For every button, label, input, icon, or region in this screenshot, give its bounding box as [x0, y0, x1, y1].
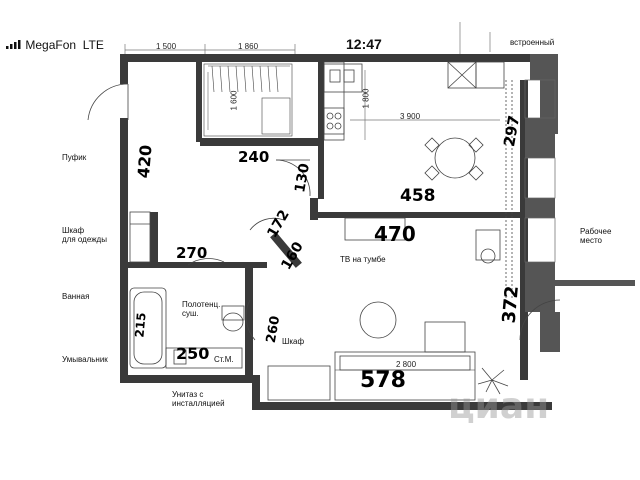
label-washer: Ст.М.: [214, 355, 234, 364]
carrier-name: MegaFon: [25, 38, 77, 52]
label-closet: Шкаф: [282, 337, 305, 346]
hand-215: 215: [132, 311, 149, 339]
hand-420: 420: [133, 144, 156, 179]
builtin-closet: [203, 63, 293, 137]
label-bath: Ванная: [62, 292, 90, 301]
dim-2800: 2 800: [396, 360, 417, 369]
label-toilet-2: инсталляцией: [172, 399, 225, 408]
hand-458: 458: [400, 186, 436, 206]
label-workplace-2: место: [580, 236, 602, 245]
walls: [120, 54, 635, 410]
label-builtin: встроенный: [510, 38, 555, 47]
clock: 12:47: [346, 36, 382, 52]
dim-1800: 1 800: [361, 88, 371, 109]
label-towel-2: суш.: [182, 309, 199, 318]
label-tv: ТВ на тумбе: [340, 255, 386, 264]
carrier-label: MegaFon LTE: [6, 38, 104, 52]
hand-470: 470: [374, 222, 416, 246]
label-towel-1: Полотенц.: [182, 300, 221, 309]
label-pufik: Пуфик: [62, 153, 87, 162]
label-wardrobe-1: Шкаф: [62, 226, 85, 235]
window-panels: [524, 79, 556, 263]
dim-3900: 3 900: [400, 112, 421, 121]
label-washbasin: Умывальник: [62, 355, 108, 364]
label-workplace-1: Рабочее: [580, 227, 612, 236]
dim-1500: 1 500: [156, 42, 177, 51]
label-wardrobe-2: для одежды: [62, 235, 107, 244]
plant-icon: [477, 367, 509, 395]
watermark: циан: [448, 386, 550, 427]
dim-1860: 1 860: [238, 42, 259, 51]
label-toilet-1: Унитаз с: [172, 390, 204, 399]
hand-250: 250: [176, 344, 210, 363]
furniture: [129, 80, 513, 401]
network-type: LTE: [82, 38, 104, 52]
hand-578: 578: [360, 368, 406, 393]
doors: [87, 83, 561, 341]
hand-372: 372: [498, 284, 523, 325]
kitchen-counter: [323, 61, 505, 141]
signal-icon: [6, 38, 22, 49]
hand-240: 240: [238, 148, 270, 166]
dim-1600: 1 600: [229, 90, 239, 111]
hand-270: 270: [176, 244, 208, 262]
